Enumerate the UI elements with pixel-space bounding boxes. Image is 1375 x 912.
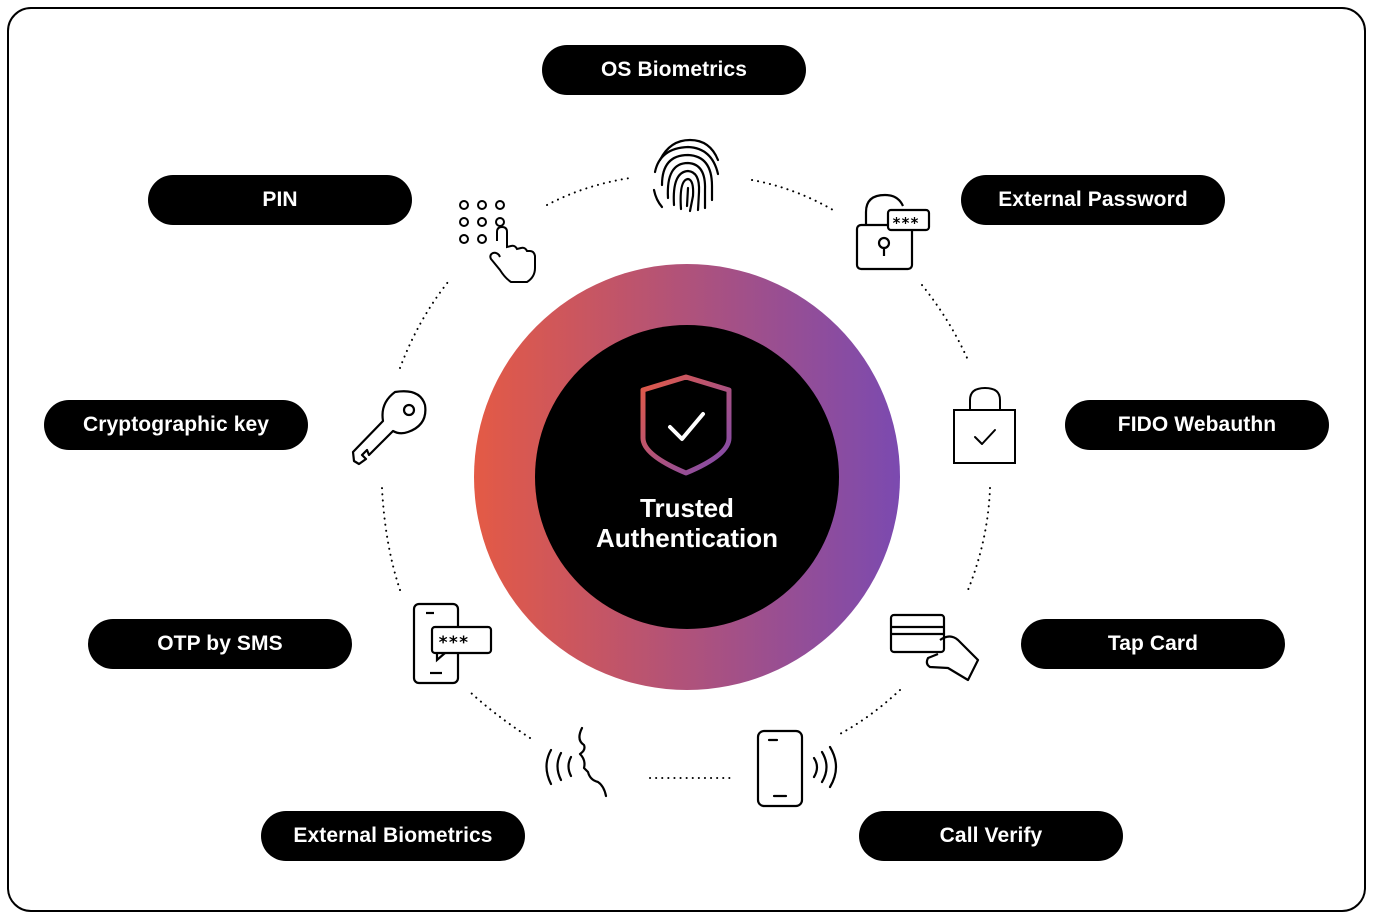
center-disc bbox=[535, 325, 839, 629]
connector-dots bbox=[381, 177, 991, 779]
lock-check-icon bbox=[953, 386, 1016, 464]
sms-asterisks: *** bbox=[438, 633, 469, 653]
pill-cryptographic-key-label: Cryptographic key bbox=[82, 413, 270, 436]
pill-external-password: External Password bbox=[961, 175, 1225, 225]
voice-icon bbox=[545, 726, 608, 798]
connector-ext-sms bbox=[469, 691, 531, 739]
pill-external-biometrics-label: External Biometrics bbox=[293, 824, 493, 847]
connector-key-pin bbox=[399, 281, 449, 369]
pill-otp-by-sms: OTP by SMS bbox=[88, 619, 352, 669]
connector-password-fido bbox=[921, 284, 969, 361]
connector-os-password bbox=[751, 179, 834, 211]
password-asterisks: *** bbox=[892, 214, 919, 232]
pill-pin-label: PIN bbox=[262, 188, 298, 211]
center-title-line2: Authentication bbox=[596, 523, 778, 553]
pill-os-biometrics-label: OS Biometrics bbox=[600, 58, 747, 81]
padlock-password-icon bbox=[855, 193, 931, 271]
pill-tap-card: Tap Card bbox=[1021, 619, 1285, 669]
keypad-touch-icon bbox=[459, 200, 536, 283]
svg-text:***: *** bbox=[438, 633, 469, 653]
svg-text:***: *** bbox=[892, 214, 919, 232]
pill-fido-webauthn: FIDO Webauthn bbox=[1065, 400, 1329, 450]
center-title-line1: Trusted bbox=[640, 493, 734, 523]
center-title: Trusted Authentication bbox=[536, 493, 838, 553]
shield-check-icon bbox=[640, 374, 732, 476]
phone-vibrate-icon bbox=[756, 729, 838, 808]
connector-sms-key bbox=[381, 487, 401, 591]
pill-os-biometrics: OS Biometrics bbox=[542, 45, 806, 95]
pill-cryptographic-key: Cryptographic key bbox=[44, 400, 308, 450]
pill-call-verify: Call Verify bbox=[859, 811, 1123, 861]
connector-tap-call bbox=[837, 689, 901, 736]
pill-tap-card-label: Tap Card bbox=[1107, 632, 1199, 655]
fingerprint-icon bbox=[652, 138, 720, 213]
pill-fido-webauthn-label: FIDO Webauthn bbox=[1117, 413, 1277, 436]
pill-external-password-label: External Password bbox=[998, 188, 1188, 211]
connector-pin-os bbox=[546, 177, 631, 206]
pill-call-verify-label: Call Verify bbox=[939, 824, 1043, 847]
pill-pin: PIN bbox=[148, 175, 412, 225]
card-tap-icon bbox=[889, 613, 980, 682]
connector-fido-tap bbox=[967, 487, 991, 591]
pill-external-biometrics: External Biometrics bbox=[261, 811, 525, 861]
phone-sms-icon bbox=[412, 602, 493, 685]
key-icon bbox=[351, 390, 427, 466]
pill-otp-by-sms-label: OTP by SMS bbox=[157, 632, 283, 655]
